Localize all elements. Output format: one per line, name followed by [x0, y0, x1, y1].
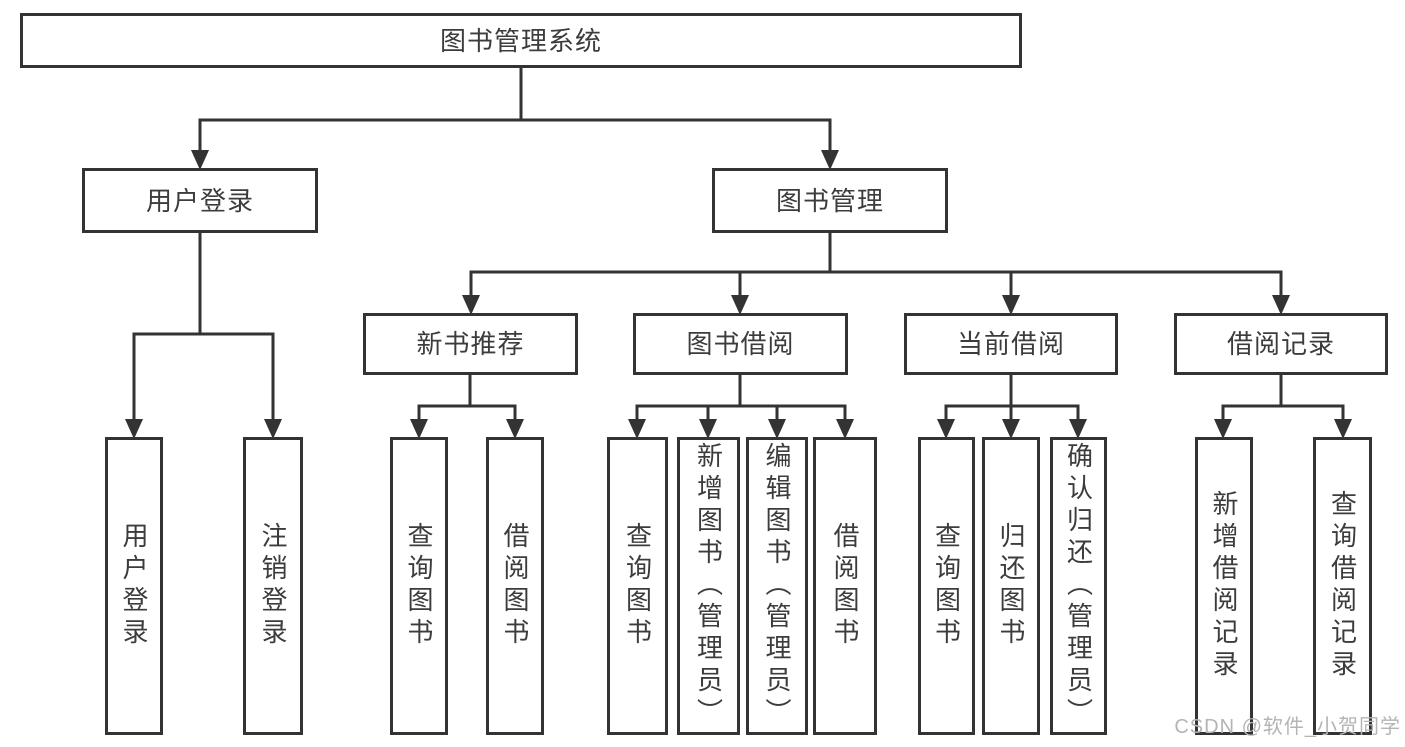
leaf-query-books-recommend: 查询图书	[390, 437, 448, 735]
node-book-management: 图书管理	[712, 168, 948, 233]
leaf-add-book-admin: 新增图书（管理员）	[677, 437, 740, 735]
node-book-borrow: 图书借阅	[633, 313, 848, 375]
leaf-confirm-return-admin: 确认归还（管理员）	[1050, 437, 1107, 735]
node-root-library-system: 图书管理系统	[20, 13, 1022, 68]
leaf-edit-book-admin: 编辑图书（管理员）	[746, 437, 808, 735]
node-new-book-recommend: 新书推荐	[363, 313, 578, 375]
node-user-login: 用户登录	[82, 168, 318, 233]
leaf-logout: 注销登录	[243, 437, 303, 735]
leaf-return-book: 归还图书	[982, 437, 1040, 735]
leaf-borrow-books-recommend: 借阅图书	[486, 437, 544, 735]
leaf-user-login: 用户登录	[105, 437, 163, 735]
leaf-query-books-current: 查询图书	[918, 437, 975, 735]
csdn-watermark: CSDN @软件_小贺同学	[1174, 716, 1401, 738]
node-borrow-records: 借阅记录	[1174, 313, 1388, 375]
leaf-query-books-borrow: 查询图书	[607, 437, 668, 735]
node-current-borrow: 当前借阅	[904, 313, 1118, 375]
leaf-borrow-books: 借阅图书	[813, 437, 877, 735]
leaf-query-borrow-record: 查询借阅记录	[1313, 437, 1372, 735]
leaf-add-borrow-record: 新增借阅记录	[1195, 437, 1253, 735]
